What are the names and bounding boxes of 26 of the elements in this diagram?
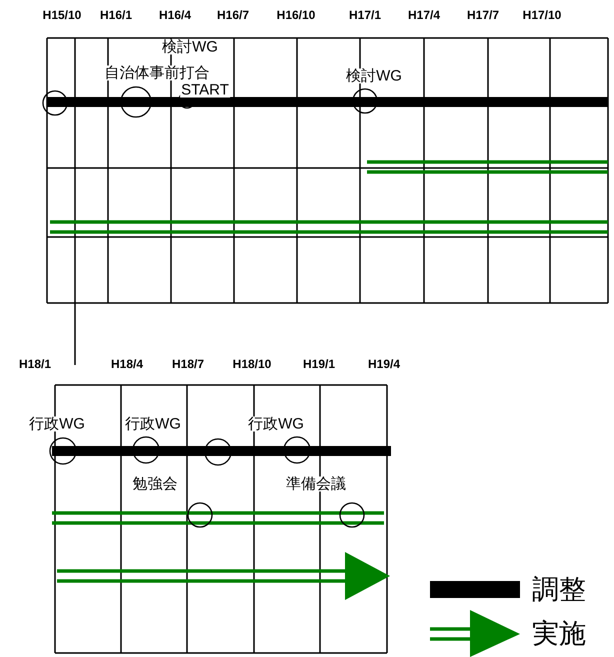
date-label: H16/4 — [158, 9, 192, 21]
date-label: H17/10 — [522, 9, 562, 21]
event-label: 検討WG — [161, 40, 219, 54]
date-label: H19/1 — [302, 358, 336, 370]
event-label: 行政WG — [28, 416, 86, 432]
date-label: H16/7 — [216, 9, 250, 21]
date-label: H18/7 — [172, 358, 204, 370]
date-label: H18/4 — [110, 358, 144, 370]
event-label: START — [180, 82, 230, 98]
event-label: 行政WG — [124, 416, 182, 432]
event-label: 自治体事前打合 — [104, 66, 210, 80]
legend-label: 実施 — [532, 620, 586, 648]
event-label: 行政WG — [247, 416, 305, 432]
legend-label: 調整 — [532, 576, 586, 604]
date-label: H16/10 — [276, 9, 316, 21]
date-label: H17/1 — [348, 9, 382, 21]
date-label: H18/1 — [18, 358, 52, 370]
date-label: H15/10 — [42, 9, 82, 21]
event-label: 検討WG — [345, 68, 403, 84]
date-label: H19/4 — [368, 358, 400, 370]
date-label: H18/10 — [232, 358, 272, 370]
event-label: 準備会議 — [285, 476, 347, 492]
date-label: H17/7 — [466, 9, 500, 21]
event-label: 勉強会 — [132, 476, 178, 492]
date-label: H16/1 — [100, 9, 132, 21]
date-label: H17/4 — [408, 9, 440, 21]
